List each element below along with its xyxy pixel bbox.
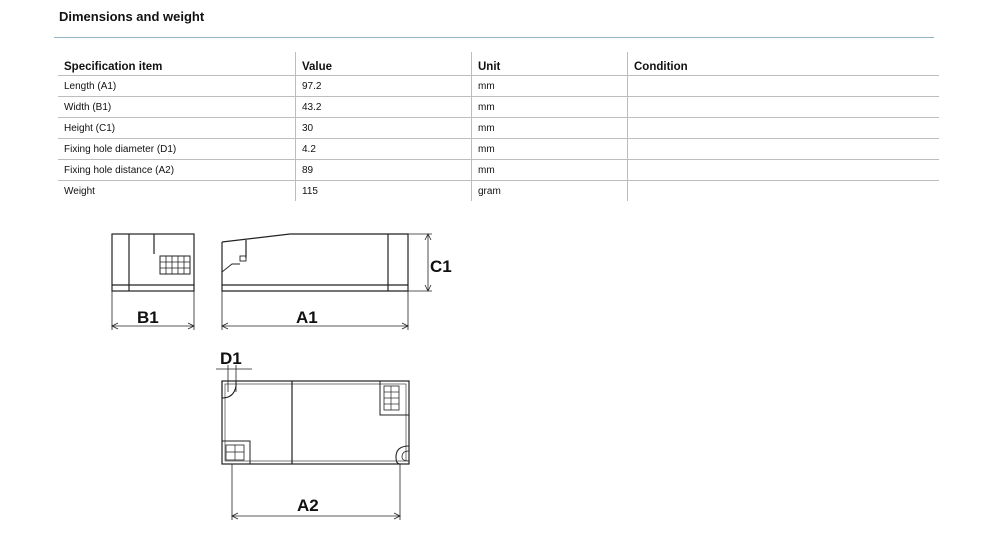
header-condition: Condition [627,52,939,76]
cell-condition [627,75,939,97]
cell-unit: mm [471,159,628,181]
table-row: Length (A1) 97.2 mm [58,75,939,97]
cell-value: 89 [295,159,472,181]
side-view [221,233,432,330]
cell-item: Fixing hole diameter (D1) [58,138,296,160]
cell-unit: gram [471,180,628,201]
dim-label-a2: A2 [297,496,319,515]
table-row: Height (C1) 30 mm [58,117,939,139]
cell-condition [627,96,939,118]
cell-unit: mm [471,96,628,118]
cell-item: Length (A1) [58,75,296,97]
cell-condition [627,138,939,160]
header-unit: Unit [471,52,628,76]
title-divider [54,37,934,38]
cell-value: 115 [295,180,472,201]
table-row: Fixing hole distance (A2) 89 mm [58,159,939,181]
cell-item: Fixing hole distance (A2) [58,159,296,181]
cell-item: Weight [64,185,95,197]
cell-value: 97.2 [295,75,472,97]
header-value: Value [295,52,472,76]
table-row: Width (B1) 43.2 mm [58,96,939,118]
header-spec-item: Specification item [58,52,296,76]
cell-unit: mm [471,138,628,160]
top-view [216,365,410,520]
dim-label-d1: D1 [220,349,242,368]
cell-condition [627,159,939,181]
end-view [111,233,195,330]
section-title: Dimensions and weight [59,9,205,24]
table-row: Weight 115 gram [58,180,939,201]
cell-value: 30 [295,117,472,139]
spec-table: Specification item Value Unit Condition … [58,52,939,201]
table-row: Fixing hole diameter (D1) 4.2 mm [58,138,939,160]
cell-unit: mm [471,75,628,97]
dim-label-b1: B1 [137,308,159,327]
cell-condition [627,117,939,139]
cell-unit: mm [471,117,628,139]
cell-condition [627,180,939,201]
cell-value: 4.2 [295,138,472,160]
cell-value: 43.2 [295,96,472,118]
cell-item: Width (B1) [58,96,296,118]
dim-label-a1: A1 [296,308,318,327]
dim-label-c1: C1 [430,257,452,276]
table-header-row: Specification item Value Unit Condition [58,52,939,76]
cell-item: Height (C1) [58,117,296,139]
